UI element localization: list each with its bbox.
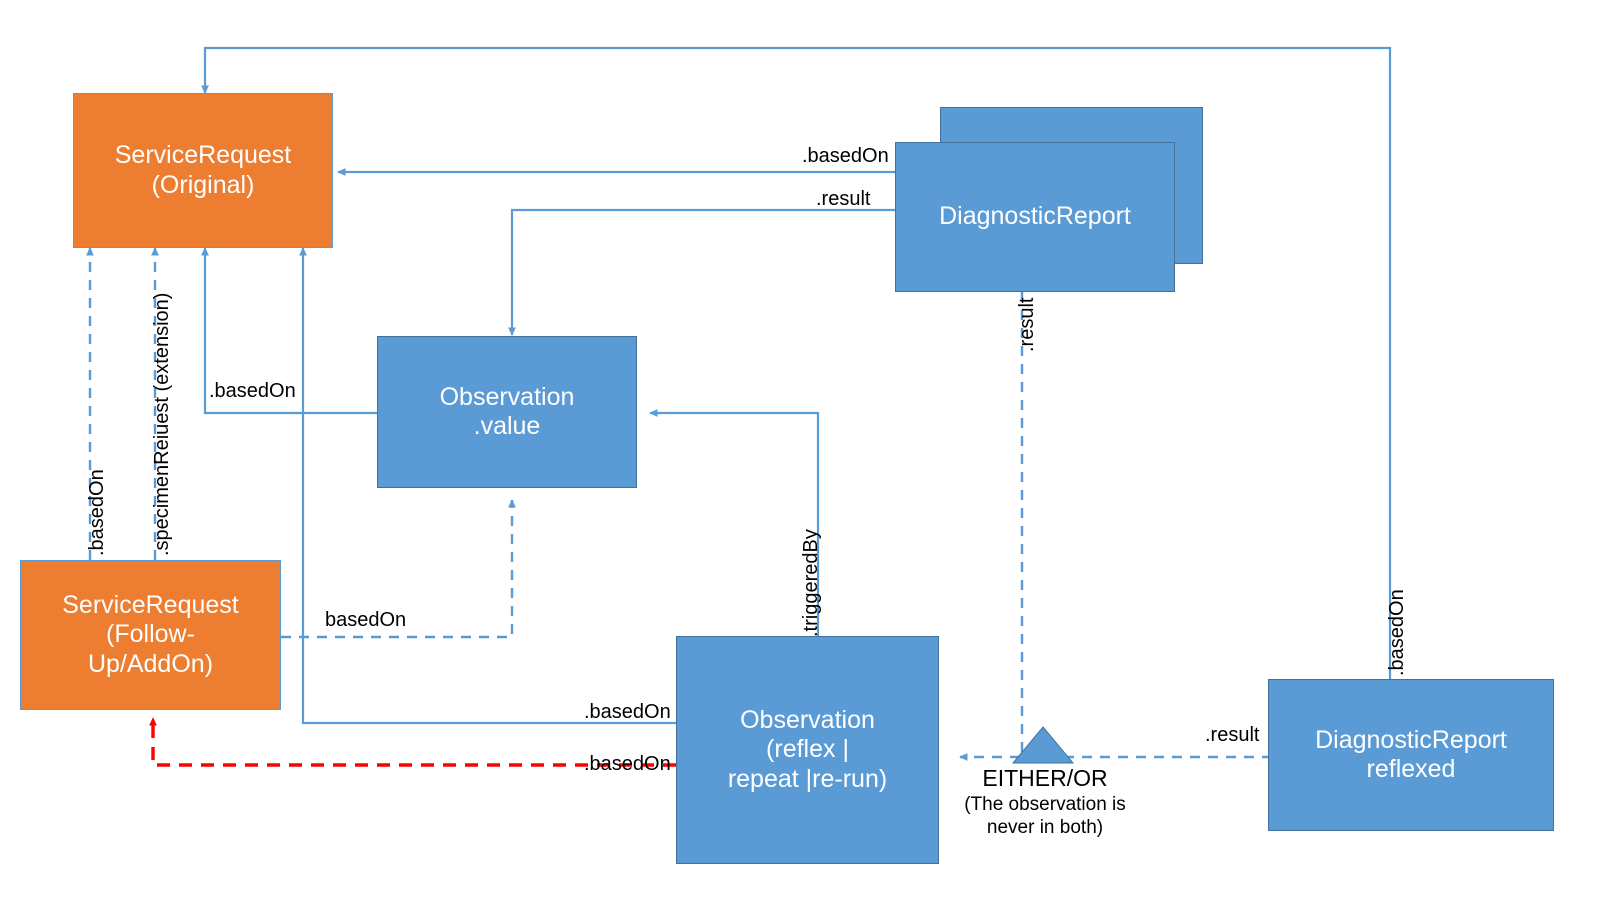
either-or-title: EITHER/OR [982, 765, 1108, 791]
edge-label-sr-followup-basedon: .basedOn [86, 469, 108, 556]
edge-label-dr-basedon: .basedOn [802, 145, 889, 167]
edge-followup-basedon-obsvalue [281, 499, 516, 639]
node-service-request-original[interactable]: ServiceRequest (Original) [73, 93, 333, 248]
edge-label-reflex-basedon: .basedOn [584, 701, 671, 723]
node-service-request-followup[interactable]: ServiceRequest (Follow- Up/AddOn) [20, 560, 281, 710]
node-label: Observation (reflex | repeat |re-run) [727, 705, 888, 793]
edge-label-obsvalue-basedon: .basedOn [209, 380, 296, 402]
node-label: Observation .value [439, 382, 575, 441]
either-or-note-line-1: (The observation is [964, 793, 1126, 815]
edge-dr-reflexed-basedon [201, 46, 1392, 693]
edge-label-dr-reflexed-result: .result [1205, 724, 1260, 746]
node-observation-value[interactable]: Observation .value [377, 336, 637, 488]
node-diagnostic-report[interactable]: DiagnosticReport [895, 142, 1175, 292]
edge-obs-triggeredby [649, 409, 820, 648]
edge-dr-result [508, 208, 912, 336]
edge-reflex-basedon-red [149, 717, 676, 767]
either-or-triangle [1011, 726, 1075, 764]
edge-label-dr-result: .result [816, 188, 871, 210]
edge-obsvalue-basedon [201, 247, 385, 415]
edge-label-obs-triggeredby: .triggeredBy [800, 529, 822, 637]
edge-reflex-basedon [299, 247, 693, 725]
edge-label-followup-basedon: basedOn [325, 609, 407, 631]
node-label: ServiceRequest (Original) [114, 141, 292, 199]
edge-label-dr-reflexed-basedon: .basedOn [1386, 589, 1408, 676]
node-label: ServiceRequest (Follow- Up/AddOn) [62, 590, 239, 678]
node-label: DiagnosticReport [939, 202, 1131, 231]
either-or-note-line-2: never in both) [986, 817, 1104, 839]
edge-label-sr-followup-specimenrequest: .specimenReiuest (extension) [151, 292, 173, 556]
node-diagnostic-report-reflexed[interactable]: DiagnosticReport reflexed [1268, 679, 1554, 831]
node-label: DiagnosticReport reflexed [1315, 725, 1507, 784]
edge-label-dr-result-vertical: .result [1016, 297, 1038, 352]
node-observation-reflex[interactable]: Observation (reflex | repeat |re-run) [676, 636, 939, 864]
edge-label-reflex-basedon-red: .basedOn [584, 753, 671, 775]
either-or-annotation: EITHER/OR (The observation is never in b… [940, 765, 1150, 840]
